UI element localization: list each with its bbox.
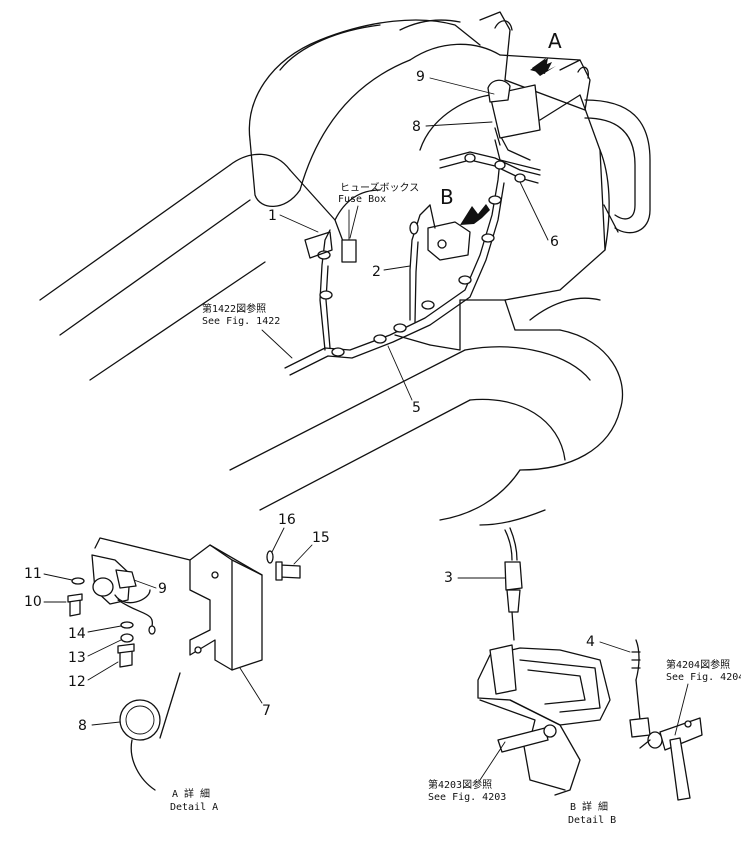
callout-14: 14 (68, 625, 122, 642)
ref-4203-jp: 第4203図参照 (428, 778, 492, 791)
svg-text:7: 7 (262, 703, 271, 719)
svg-text:13: 13 (68, 650, 86, 666)
view-b-label: B (440, 185, 454, 209)
view-a-label: A (548, 29, 562, 53)
ref-4203-en: See Fig. 4203 (428, 792, 506, 803)
svg-text:6: 6 (550, 234, 559, 250)
svg-text:3: 3 (444, 570, 453, 586)
callout-4: 4 (586, 634, 631, 653)
svg-text:12: 12 (68, 674, 86, 690)
fuse-box-jp: ヒューズボックス (340, 181, 419, 194)
machine-body (39, 11, 651, 526)
detail-a-jp: A 詳 細 (172, 787, 210, 800)
ref-1422-label: 第1422図参照 See Fig. 1422 (202, 302, 293, 359)
fuse-box-en: Fuse Box (338, 194, 386, 205)
callout-16: 16 (271, 512, 296, 553)
callout-12: 12 (68, 661, 119, 690)
svg-text:9: 9 (158, 581, 167, 597)
view-a-arrow: A (530, 29, 562, 76)
callout-10: 10 (24, 594, 67, 610)
svg-text:9: 9 (416, 69, 425, 85)
ref-4204-jp: 第4204図参照 (666, 658, 730, 671)
callout-15: 15 (293, 530, 330, 565)
callout-8b: 8 (78, 718, 121, 734)
callout-6: 6 (519, 181, 559, 250)
svg-text:11: 11 (24, 566, 42, 582)
callout-2: 2 (372, 264, 411, 280)
svg-text:15: 15 (312, 530, 330, 546)
callout-11: 11 (24, 566, 73, 582)
detail-a: A 詳 細 Detail A (67, 537, 301, 813)
callout-9b: 9 (133, 579, 167, 597)
callout-1: 1 (268, 208, 319, 233)
svg-text:2: 2 (372, 264, 381, 280)
fuse-box-label: ヒューズボックス Fuse Box (338, 181, 419, 239)
callout-3: 3 (444, 570, 506, 586)
detail-a-en: Detail A (170, 802, 218, 813)
svg-text:16: 16 (278, 512, 296, 528)
detail-b: B 詳 細 Detail B 第4203図参照 See Fig. 4203 第4… (428, 527, 741, 826)
ref-1422-en: See Fig. 1422 (202, 316, 280, 327)
svg-text:10: 10 (24, 594, 42, 610)
ref-4204-en: See Fig. 4204 (666, 672, 741, 683)
callout-7: 7 (239, 667, 271, 719)
svg-text:5: 5 (412, 400, 421, 416)
svg-text:8: 8 (412, 119, 421, 135)
svg-text:8: 8 (78, 718, 87, 734)
ref-1422-jp: 第1422図参照 (202, 302, 266, 315)
callout-9: 9 (416, 69, 495, 95)
svg-text:4: 4 (586, 634, 595, 650)
svg-text:1: 1 (268, 208, 277, 224)
detail-b-jp: B 詳 細 (570, 800, 608, 813)
wiring-harness (284, 79, 541, 376)
view-b-arrow: B (440, 185, 490, 225)
svg-text:14: 14 (68, 626, 86, 642)
callout-13: 13 (68, 639, 122, 666)
callout-8: 8 (412, 119, 493, 135)
detail-b-en: Detail B (568, 815, 616, 826)
callout-5: 5 (387, 345, 421, 416)
